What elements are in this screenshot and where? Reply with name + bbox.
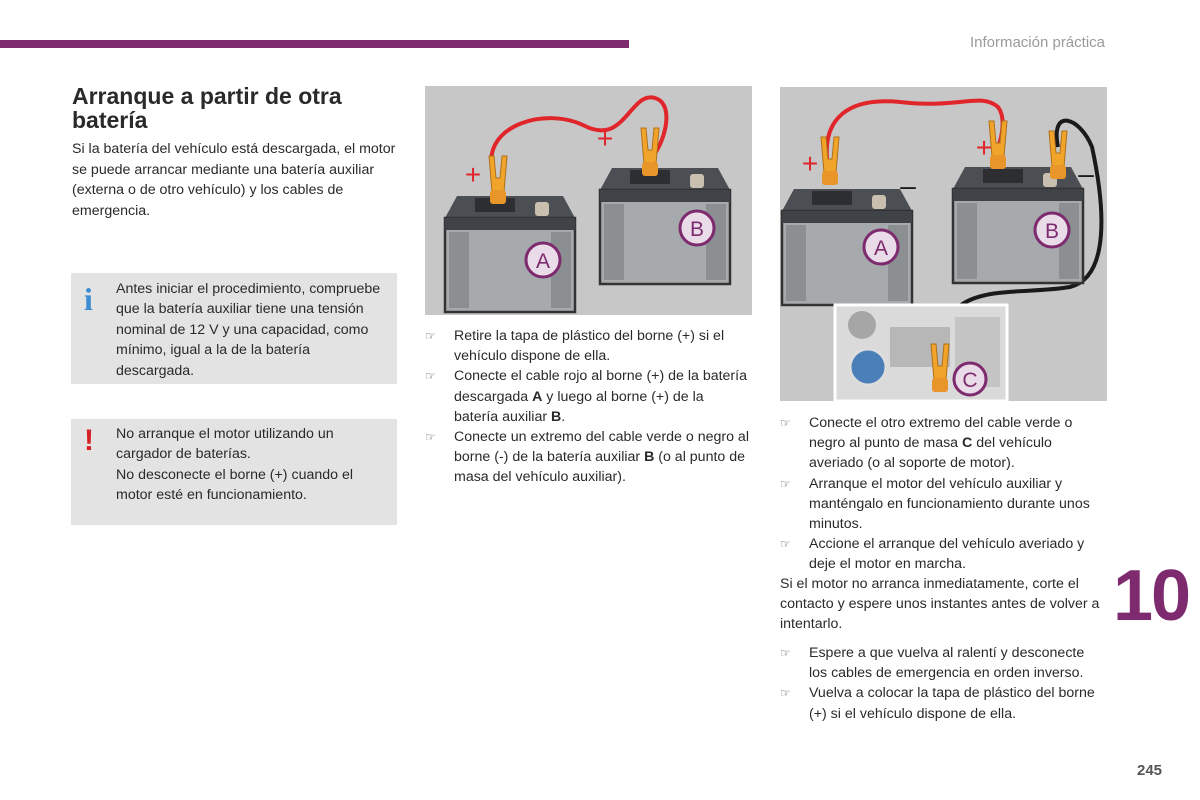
info-note: i Antes iniciar el procedimiento, compru… [71,273,397,384]
warning-line-1: No arranque el motor utilizando un carga… [116,426,334,463]
ground-point-c-label: C [962,369,977,392]
figure-red-cable-connection: A B + + [425,86,752,315]
battery-a-badge [524,241,562,279]
step-item: ☞Conecte el otro extremo del cable verde… [780,415,1073,472]
battery-a-label: A [536,250,550,273]
pointing-hand-icon: ☞ [780,686,791,701]
warning-note-text: No arranque el motor utilizando un carga… [116,424,391,506]
red-cable [489,95,669,167]
page-title: Arranque a partir de otra batería [72,83,342,133]
plus-sign-a: + [465,159,481,190]
steps-column-3: ☞Conecte el otro extremo del cable verde… [780,413,1100,575]
step-item: ☞Vuelva a colocar la tapa de plástico de… [780,685,1095,722]
ground-point-c-badge [952,361,988,397]
warning-note: ! No arranque el motor utilizando un car… [71,419,397,525]
black-cable [938,118,1104,358]
clamp-b [640,127,660,177]
step-item: ☞Arranque el motor del vehículo auxiliar… [780,475,1090,533]
step-item: ☞Conecte el cable rojo al borne (+) de l… [425,368,747,425]
pointing-hand-icon: ☞ [780,537,791,552]
plus-sign-b: + [597,123,613,154]
plus-sign-b: + [976,132,992,163]
info-icon: i [84,281,93,317]
warning-icon: ! [84,424,94,457]
step-item: ☞Retire la tapa de plástico del borne (+… [425,328,725,365]
retry-paragraph: Si el motor no arranca inmediatamente, c… [780,576,1100,633]
battery-b-label: B [1045,220,1059,243]
step-item: ☞Espere a que vuelva al ralentí y descon… [780,645,1085,682]
steps-column-3-final: ☞Espere a que vuelva al ralentí y descon… [780,643,1100,724]
battery-b-badge [1033,211,1071,249]
intro-paragraph: Si la batería del vehículo está descarga… [72,141,396,219]
minus-sign-a: – [900,170,916,201]
engine-inset [833,303,1009,403]
section-title: Información práctica [969,34,1105,51]
battery-a-label: A [874,237,888,260]
pointing-hand-icon: ☞ [780,416,791,430]
battery-b-badge [678,209,716,247]
warning-line-2: No desconecte el borne (+) cuando el mot… [116,466,354,504]
top-accent-bar [0,40,629,48]
plus-sign-a: + [802,148,818,179]
page-number: 245 [1137,762,1163,779]
info-note-text: Antes iniciar el procedimiento, comprueb… [116,281,381,379]
steps-column-2: ☞Retire la tapa de plástico del borne (+… [425,326,750,488]
battery-a-badge [862,228,900,266]
figure-ground-cable-connection: A B + + – – C [780,87,1107,403]
pointing-hand-icon: ☞ [425,369,436,384]
pointing-hand-icon: ☞ [425,329,436,343]
minus-sign-b: – [1078,158,1094,189]
step-item: ☞Accione el arranque del vehículo averia… [780,536,1085,573]
pointing-hand-icon: ☞ [780,476,791,491]
clamp-a [488,155,508,205]
pointing-hand-icon: ☞ [780,646,791,660]
pointing-hand-icon: ☞ [425,430,436,445]
battery-b-label: B [690,218,704,241]
chapter-number: 10 [1113,556,1191,636]
step-item: ☞Conecte un extremo del cable verde o ne… [425,429,749,486]
clamp-a [820,136,840,186]
